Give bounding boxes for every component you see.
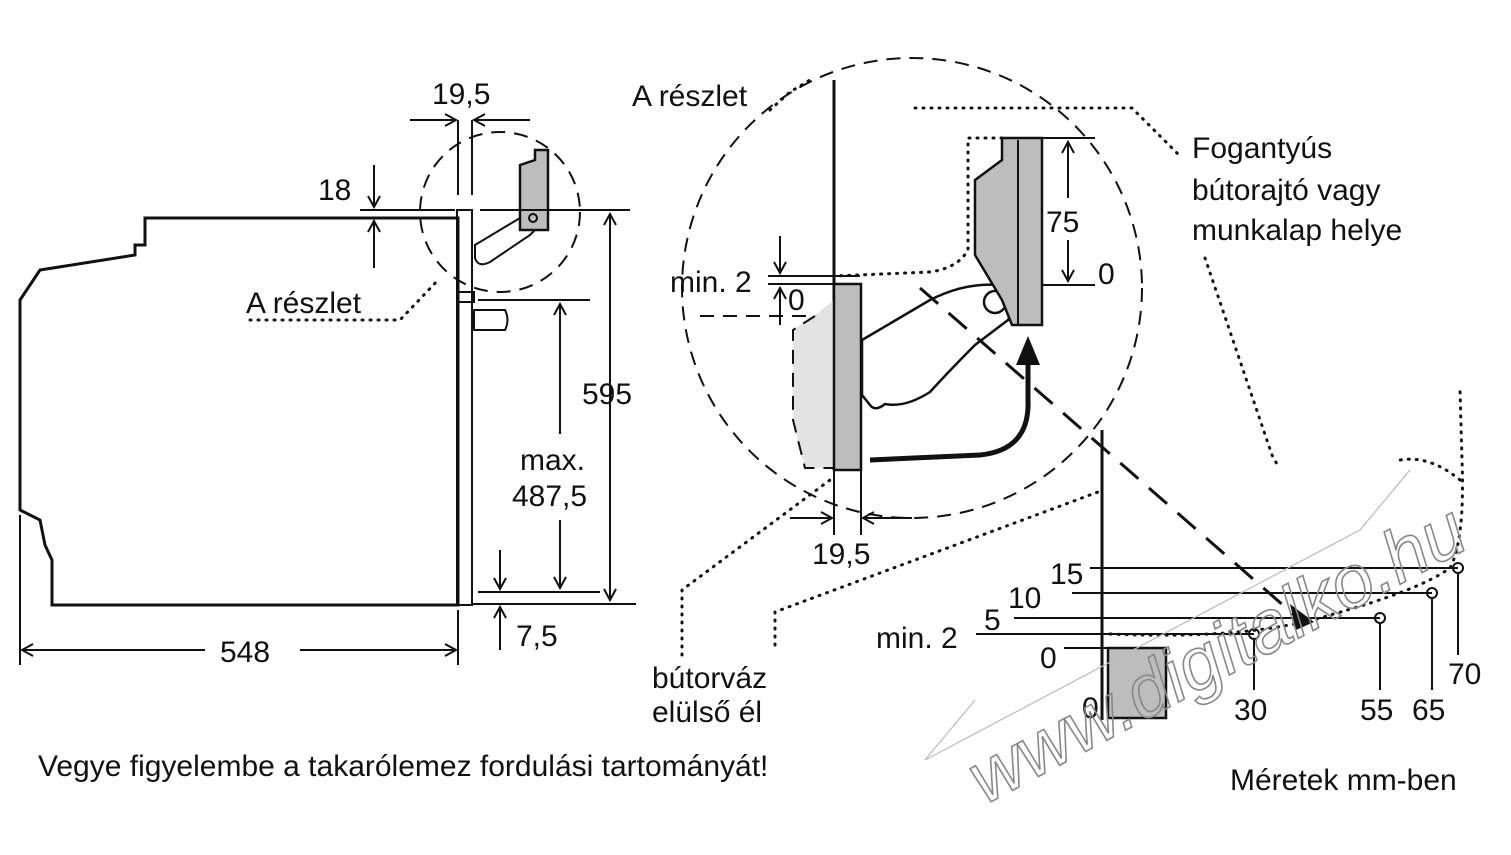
- handle-leader-top: [913, 106, 1184, 160]
- label-max-value: 487,5: [512, 480, 587, 513]
- cabinet-edge-outline: [700, 315, 834, 469]
- frame-leader-1: [680, 478, 832, 657]
- point-65: [1426, 587, 1438, 599]
- handle-leader-bottom: [1203, 256, 1280, 468]
- detail-circle-large: [681, 57, 1143, 519]
- detail-circle-small: [419, 131, 581, 293]
- label-zero-right: 0: [1098, 258, 1115, 291]
- arrow-down: [367, 165, 381, 210]
- movement-arrowhead: [1016, 336, 1040, 365]
- label-frame-1: bútorváz: [652, 662, 767, 695]
- oven-body-outline: [18, 216, 460, 607]
- label-gap-bottom: 19,5: [812, 538, 870, 571]
- detail-a-view: [680, 57, 1301, 657]
- frame-leader-2: [773, 490, 1100, 647]
- swing-curve-arc: [1398, 457, 1462, 482]
- arrow-left: [471, 113, 530, 127]
- cabinet-edge-shape: [793, 300, 834, 468]
- detail-leader: [248, 276, 442, 322]
- label-y5: 5: [984, 604, 1001, 637]
- label-detail-left: A részlet: [246, 287, 362, 320]
- units-label: Méretek mm-ben: [1230, 764, 1457, 797]
- label-y10: 10: [1008, 582, 1041, 615]
- label-gap-top: 19,5: [432, 78, 490, 111]
- label-bottom-75: 7,5: [516, 620, 558, 653]
- arrow-75-up: [493, 604, 507, 650]
- arrow-min2-down: [773, 236, 787, 276]
- top-door-panel: [518, 148, 550, 232]
- label-max: max.: [520, 444, 585, 477]
- hinge-pivot: [528, 213, 538, 223]
- label-depth-548: 548: [220, 636, 270, 669]
- label-x55: 55: [1360, 694, 1393, 727]
- label-height-595: 595: [582, 378, 632, 411]
- label-fogantyus-2: bútorajtó vagy: [1192, 174, 1380, 207]
- arrow-min2-up: [773, 285, 787, 325]
- label-min2-detail: min. 2: [670, 266, 752, 299]
- watermark-frame: [924, 469, 1411, 761]
- label-x30: 30: [1234, 694, 1267, 727]
- label-zero-detail: 0: [788, 284, 805, 317]
- swing-range-graph: [976, 388, 1464, 720]
- oven-side-view: [18, 113, 636, 665]
- label-x0: 0: [1082, 692, 1099, 725]
- label-fogantyus-1: Fogantyús: [1192, 132, 1332, 165]
- label-frame-2: elülső él: [652, 696, 762, 729]
- label-x70: 70: [1448, 658, 1481, 691]
- oven-knob: [473, 309, 509, 331]
- label-fogantyus-3: munkalap helye: [1192, 214, 1402, 247]
- graph-arrowhead: [1290, 604, 1314, 630]
- arrow-75-down: [493, 550, 507, 592]
- arrow-595: [603, 211, 617, 603]
- arrow-487: [553, 301, 567, 591]
- note-text: Vegye figyelembe a takarólemez fordulási…: [38, 750, 768, 783]
- arrow-gap-bottom-left: [860, 511, 912, 525]
- label-y0: 0: [1040, 642, 1057, 675]
- label-detail-top: A részlet: [632, 80, 748, 113]
- arrow-548: [19, 643, 459, 657]
- label-y15: 15: [1050, 558, 1083, 591]
- point-30: [1248, 628, 1260, 640]
- label-gap-18: 18: [318, 174, 351, 207]
- handle-area-outline: [832, 136, 1004, 278]
- arrow-gap-bottom-right: [790, 511, 835, 525]
- label-ymin2: min. 2: [876, 622, 958, 655]
- cover-plate: [832, 282, 863, 472]
- swing-radius-line: [919, 286, 1301, 622]
- arrow-75: [1061, 139, 1075, 284]
- point-55: [1374, 612, 1386, 624]
- oven-front-step: [457, 291, 475, 303]
- movement-arrow: [869, 360, 1031, 463]
- point-70: [1452, 562, 1464, 574]
- swing-curve: [1108, 388, 1464, 637]
- hinge-arm-detail: [860, 283, 1014, 410]
- arrow-right: [410, 113, 459, 127]
- arrow-up: [367, 218, 381, 268]
- graph-cover-plate: [1106, 646, 1168, 720]
- oven-front-panel: [456, 209, 473, 606]
- label-x65: 65: [1412, 694, 1445, 727]
- label-75: 75: [1046, 206, 1079, 239]
- detail-top-leader: [768, 78, 812, 112]
